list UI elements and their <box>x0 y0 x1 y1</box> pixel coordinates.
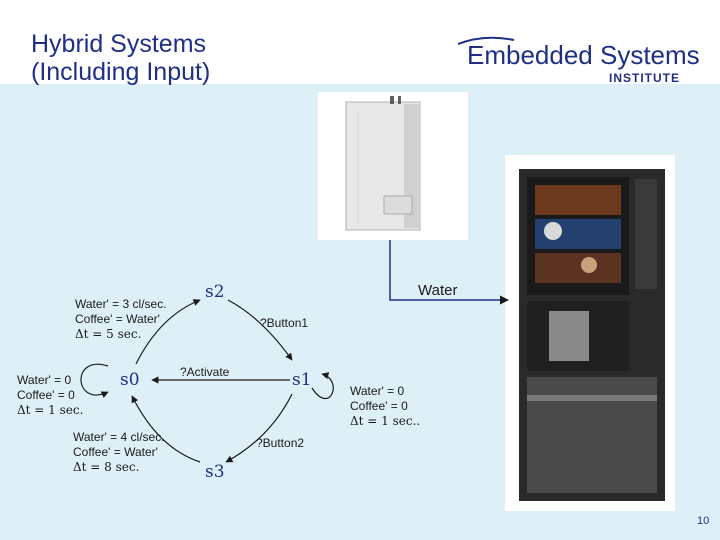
transition-button2-label: ?Button2 <box>256 436 305 450</box>
title-line-1: Hybrid Systems <box>31 30 207 58</box>
equation-line: Coffee' = Water' <box>73 445 158 459</box>
equation-line: Coffee' = Water' <box>75 312 160 326</box>
equation-line: Coffee' = 0 <box>17 388 75 402</box>
s2-equations: Water' = 3 cl/sec. Coffee' = Water' Δt =… <box>75 297 167 342</box>
s0-equations: Water' = 0 Coffee' = 0 Δt = 1 sec. <box>17 373 83 418</box>
equation-line: Water' = 3 cl/sec. <box>75 297 167 311</box>
s0-self-loop <box>80 363 109 399</box>
vending-machine-image <box>505 155 675 511</box>
equation-line: Δt = 1 sec. <box>17 403 84 417</box>
logo-arc-icon <box>457 36 515 45</box>
transition-button1-label: ?Button1 <box>260 316 309 330</box>
water-input-line <box>389 240 509 305</box>
equation-line: Water' = 0 <box>350 384 405 398</box>
equation-line: Δt = 8 sec. <box>73 460 140 474</box>
title-line-2: (Including Input) <box>31 58 211 86</box>
equation-line: Δt = 1 sec.. <box>350 414 421 428</box>
state-s1: s1 <box>292 370 312 390</box>
edge-s2-s1 <box>227 299 293 361</box>
slide-title: Hybrid Systems (Including Input) <box>31 30 210 86</box>
water-input-label: Water <box>418 282 458 299</box>
logo-sub-text: INSTITUTE <box>609 71 680 85</box>
s1-equations: Water' = 0 Coffee' = 0 Δt = 1 sec.. <box>350 384 420 429</box>
institute-logo: Embedded Systems INSTITUTE <box>456 36 706 88</box>
equation-line: Δt = 5 sec. <box>75 327 142 341</box>
state-s3: s3 <box>205 462 225 482</box>
s3-equations: Water' = 4 cl/sec. Coffee' = Water' Δt =… <box>73 430 165 475</box>
page-number: 10 <box>697 515 710 527</box>
equation-line: Water' = 4 cl/sec. <box>73 430 165 444</box>
logo-main-text: Embedded Systems <box>467 40 700 70</box>
edge-s3-s0 <box>131 395 201 463</box>
equation-line: Water' = 0 <box>17 373 72 387</box>
state-s0: s0 <box>120 370 140 390</box>
edge-s1-s3 <box>225 393 293 463</box>
state-s2: s2 <box>205 282 225 302</box>
transition-activate-label: ?Activate <box>180 365 230 379</box>
boiler-image <box>318 92 468 240</box>
s1-self-loop <box>311 372 334 400</box>
edge-s0-s2 <box>135 299 201 365</box>
equation-line: Coffee' = 0 <box>350 399 408 413</box>
